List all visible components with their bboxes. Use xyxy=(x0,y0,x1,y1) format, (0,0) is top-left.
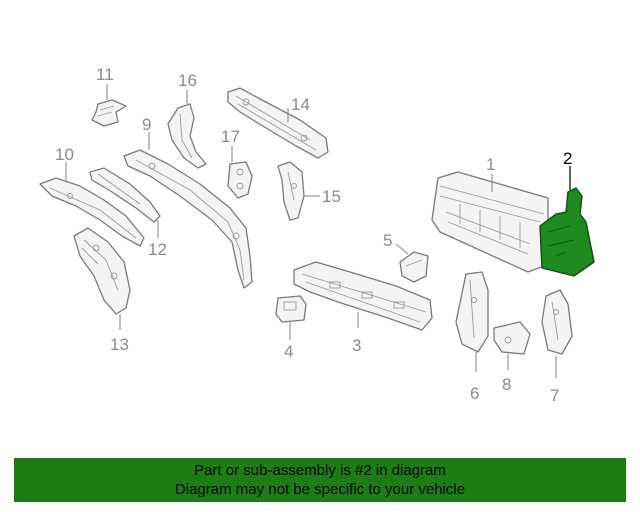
leader-5 xyxy=(395,243,409,255)
banner-line-1: Part or sub-assembly is #2 in diagram xyxy=(194,462,446,479)
part-1 xyxy=(431,171,549,273)
info-banner: Part or sub-assembly is #2 in diagram Di… xyxy=(14,458,626,502)
part-9 xyxy=(123,149,253,289)
part-4 xyxy=(275,295,307,323)
banner-line-2: Diagram may not be specific to your vehi… xyxy=(174,481,466,498)
callout-9: 9 xyxy=(142,115,151,134)
callout-5: 5 xyxy=(383,231,392,250)
callout-4: 4 xyxy=(284,342,293,361)
callout-1: 1 xyxy=(486,155,495,174)
part-2-highlighted xyxy=(539,187,595,277)
part-12 xyxy=(89,167,161,223)
callout-13: 13 xyxy=(110,335,129,354)
part-6 xyxy=(455,271,489,353)
part-8 xyxy=(493,321,531,355)
callout-6: 6 xyxy=(470,384,479,403)
part-14 xyxy=(227,87,329,159)
part-7 xyxy=(541,289,573,355)
part-11 xyxy=(91,99,127,127)
callout-11: 11 xyxy=(96,65,114,84)
callout-14: 14 xyxy=(291,95,310,114)
callout-12: 12 xyxy=(148,240,167,259)
callout-3: 3 xyxy=(352,336,361,355)
part-10 xyxy=(39,177,145,247)
callout-7: 7 xyxy=(550,386,559,405)
callout-2: 2 xyxy=(563,149,572,168)
part-15 xyxy=(277,161,305,221)
part-13 xyxy=(73,227,131,315)
part-17 xyxy=(227,161,253,199)
part-16 xyxy=(167,103,207,169)
callout-15: 15 xyxy=(322,187,341,206)
callout-17: 17 xyxy=(221,127,240,146)
part-5 xyxy=(399,251,429,283)
part-3 xyxy=(293,261,433,331)
callout-8: 8 xyxy=(502,375,511,394)
callout-10: 10 xyxy=(55,145,74,164)
callout-16: 16 xyxy=(178,71,197,90)
